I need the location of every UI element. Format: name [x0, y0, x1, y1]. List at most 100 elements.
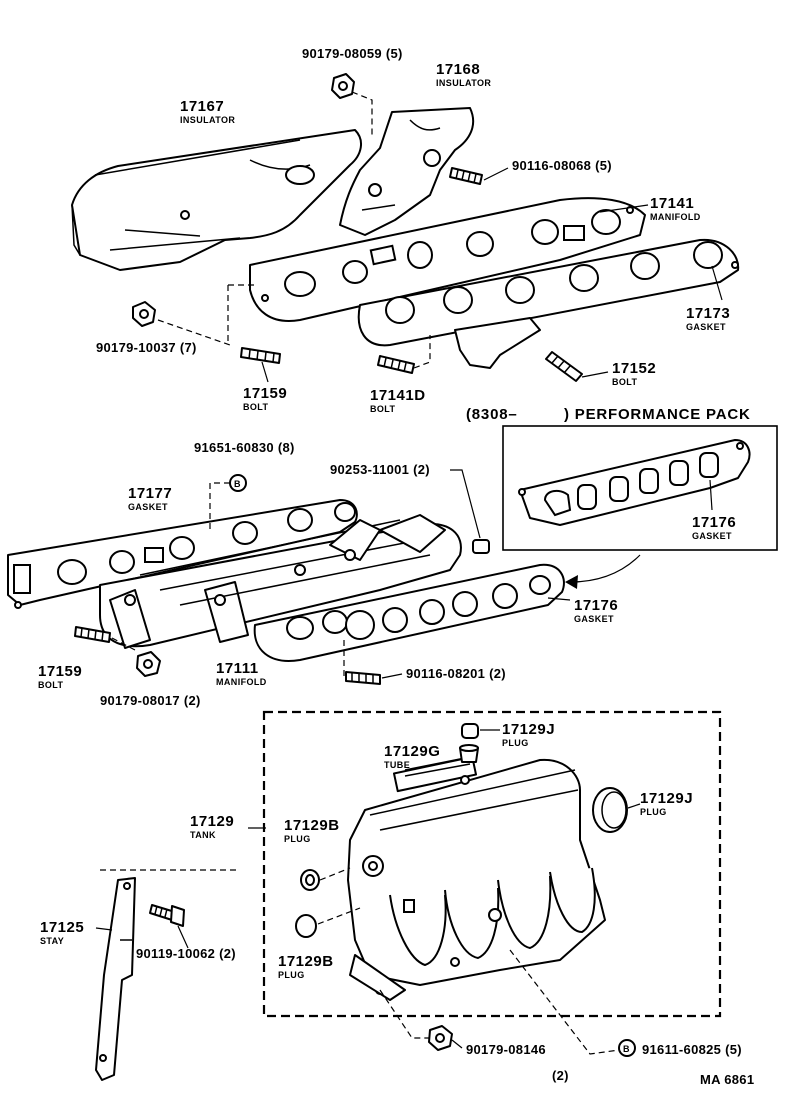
- label-17141-name: MANIFOLD: [650, 212, 701, 222]
- leader-90116-08068: [483, 167, 509, 181]
- label-90116-08201: 90116-08201 (2): [406, 666, 506, 681]
- leader-90119-10062: [177, 925, 189, 949]
- leader-17141: [599, 204, 649, 213]
- plug-17129B-top-shape: [300, 869, 320, 891]
- stud-17152-shape: [545, 351, 583, 382]
- label-90179-08146: 90179-08146: [466, 1042, 546, 1057]
- leader-90179-08146-b: [451, 1039, 463, 1049]
- plug-17129J-top-shape: [461, 723, 479, 739]
- leader-90179-08059: [351, 91, 373, 135]
- label-90179-08146-qty: (2): [552, 1068, 569, 1083]
- plug-90253-11001-shape: [472, 539, 490, 554]
- stud-90116-08068-shape: [449, 167, 483, 185]
- manifold-17141-shape: [249, 197, 646, 322]
- marker-b-91651: B: [234, 479, 241, 489]
- label-17141: 17141: [650, 195, 694, 212]
- label-91651-60830: 91651-60830 (8): [194, 440, 295, 455]
- gasket-17176-shape: [253, 563, 565, 662]
- gasket-17173-shape: [357, 238, 740, 347]
- plug-17129J-right-shape: [592, 787, 628, 833]
- label-17167-name: INSULATOR: [180, 115, 235, 125]
- label-17129G: 17129G: [384, 743, 440, 760]
- stud-17141D-shape: [377, 355, 415, 374]
- stud-17159-top-shape: [240, 347, 281, 364]
- tank-assembly-box: [262, 710, 722, 1018]
- label-17129B-top-name: PLUG: [284, 834, 311, 844]
- label-17159-bot: 17159: [38, 663, 82, 680]
- label-17129G-name: TUBE: [384, 760, 410, 770]
- label-90253-11001: 90253-11001 (2): [330, 462, 430, 477]
- tank-17129-shape: [347, 755, 606, 1001]
- label-17168-name: INSULATOR: [436, 78, 491, 88]
- label-17176-pack: 17176: [692, 514, 736, 531]
- bolt-90119-10062-shape: [149, 904, 185, 927]
- manifold-flange-shape: [454, 317, 541, 369]
- leader-17129J-right: [627, 803, 641, 809]
- leader-17159-bot: [111, 637, 136, 651]
- marker-b-91611-shape: B: [618, 1039, 636, 1057]
- nut-90179-10037-shape: [132, 301, 156, 327]
- label-17176-name: GASKET: [574, 614, 614, 624]
- label-17129J-right-name: PLUG: [640, 807, 667, 817]
- label-17159-bot-name: BOLT: [38, 680, 64, 690]
- label-17141D-name: BOLT: [370, 404, 396, 414]
- performance-pack-arrowhead: [565, 575, 578, 589]
- label-17129J-top: 17129J: [502, 721, 555, 738]
- label-90179-08017: 90179-08017 (2): [100, 693, 201, 708]
- label-17177-name: GASKET: [128, 502, 168, 512]
- gasket-17176-pack-shape: [518, 439, 751, 526]
- nut-90179-08146-shape: [428, 1025, 453, 1051]
- plug-17129B-bot-shape: [295, 914, 317, 938]
- marker-b-91651-shape: B: [229, 474, 247, 492]
- label-17176-pack-name: GASKET: [692, 531, 732, 541]
- label-90116-08068: 90116-08068 (5): [512, 158, 612, 173]
- leader-17173: [711, 265, 723, 301]
- performance-pack-title: ) PERFORMANCE PACK: [564, 406, 751, 423]
- label-17129: 17129: [190, 813, 234, 830]
- performance-pack-prefix: (8308–: [466, 406, 518, 423]
- label-17129B-bot: 17129B: [278, 953, 334, 970]
- diagram-code: MA 6861: [700, 1072, 754, 1087]
- performance-pack-box: [502, 425, 778, 551]
- label-17159-top-name: BOLT: [243, 402, 269, 412]
- label-91611-60825: 91611-60825 (5): [642, 1042, 742, 1057]
- nut-90179-08059-shape: [331, 73, 355, 99]
- label-17173-name: GASKET: [686, 322, 726, 332]
- leader-90253-11001: [450, 469, 481, 539]
- label-17176: 17176: [574, 597, 618, 614]
- leader-17129B-bot: [317, 907, 361, 925]
- stud-90116-08201-shape: [345, 671, 381, 685]
- label-17167: 17167: [180, 98, 224, 115]
- label-17159-top: 17159: [243, 385, 287, 402]
- insulator-17168-shape: [339, 107, 475, 236]
- nut-90179-08017-shape: [136, 651, 161, 677]
- gasket-17177-shape: [7, 499, 358, 609]
- label-17152-name: BOLT: [612, 377, 638, 387]
- label-17129-name: TANK: [190, 830, 216, 840]
- label-17111: 17111: [216, 660, 259, 677]
- label-17129B-bot-name: PLUG: [278, 970, 305, 980]
- label-90179-08059: 90179-08059 (5): [302, 46, 403, 61]
- leader-17125: [95, 927, 113, 931]
- label-17152: 17152: [612, 360, 656, 377]
- label-17125: 17125: [40, 919, 84, 936]
- leader-17152: [581, 371, 609, 378]
- leader-91651-60830: [209, 482, 230, 530]
- leader-17129B-top: [319, 867, 351, 881]
- stay-17125-shape: [95, 877, 136, 1081]
- leader-17159-top: [261, 361, 269, 383]
- label-17111-name: MANIFOLD: [216, 677, 267, 687]
- insulator-17167-shape: [71, 129, 362, 271]
- leader-91611-60825: [509, 949, 620, 1055]
- leader-90116-08201-b: [381, 673, 403, 679]
- label-17141D: 17141D: [370, 387, 426, 404]
- leader-90179-10037: [157, 284, 258, 346]
- label-90179-10037: 90179-10037 (7): [96, 340, 197, 355]
- leader-17141D: [413, 335, 431, 369]
- tube-17129G-shape: [459, 744, 479, 763]
- leader-17176-pack: [709, 479, 713, 511]
- label-17129B-top: 17129B: [284, 817, 340, 834]
- label-17177: 17177: [128, 485, 172, 502]
- label-17129J-right: 17129J: [640, 790, 693, 807]
